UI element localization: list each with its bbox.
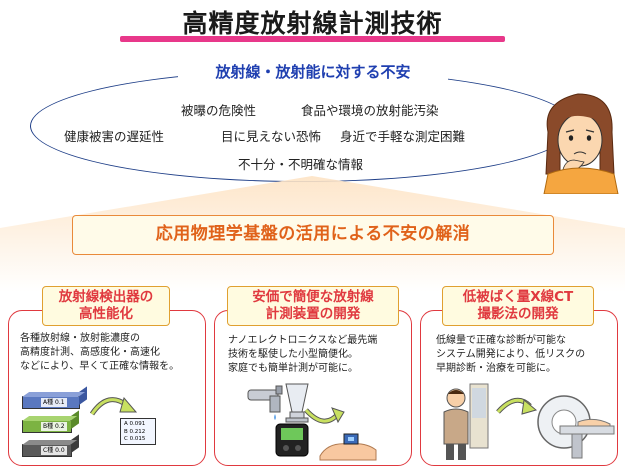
curved-arrow-icon — [496, 397, 538, 415]
curved-arrow-icon — [89, 396, 138, 416]
anxiety-item: 食品や環境の放射能汚染 — [301, 103, 439, 118]
panel-heading-line: 計測装置の開発 — [265, 306, 361, 322]
anxiety-item: 被曝の危険性 — [181, 103, 257, 118]
worried-woman-icon — [543, 93, 619, 194]
bar-b: B種 0.2 — [22, 420, 72, 433]
body-line: システム開発により、低リスクの — [436, 349, 586, 360]
body-line: などにより、早くて正確な情報を。 — [20, 361, 180, 372]
panel-heading-line: 高性能化 — [79, 306, 133, 322]
hand-chip-icon — [319, 433, 377, 461]
panel-device-heading: 安価で簡便な放射線 計測装置の開発 — [227, 286, 399, 326]
panel-detector-heading: 放射線検出器の 高性能化 — [42, 286, 170, 326]
xray-patient-icon — [443, 383, 489, 460]
bar-c: C種 0.0 — [22, 444, 72, 457]
body-line: 技術を駆使した小型簡便化。 — [228, 349, 358, 360]
bar-label: B種 0.2 — [41, 422, 67, 431]
readout-display: A 0.091 B 0.212 C 0.015 — [120, 418, 156, 445]
panel-heading-line: 撮影法の開発 — [477, 306, 559, 322]
solution-banner: 応用物理学基盤の活用による不安の解消 — [72, 215, 554, 255]
panel-heading-line: 低被ばく量X線CT — [462, 289, 574, 305]
anxiety-item: 身近で手軽な測定困難 — [340, 129, 466, 144]
anxiety-heading: 放射線・放射能に対する不安 — [178, 60, 448, 84]
readout-line: A 0.091 — [124, 421, 146, 427]
bar-a: A種 0.1 — [22, 396, 80, 409]
body-line: 高精度計測、高感度化・高速化 — [20, 347, 160, 358]
handheld-meter-icon — [275, 423, 309, 457]
bar-label: A種 0.1 — [41, 398, 67, 407]
title-underline — [120, 36, 505, 42]
anxiety-item: 不十分・不明確な情報 — [238, 157, 364, 172]
panel-device — [214, 310, 412, 466]
panel-heading-line: 放射線検出器の — [58, 289, 154, 305]
panel-ct-body: 低線量で正確な診断が可能な システム開発により、低リスクの 早期診断・治療を可能… — [436, 334, 585, 376]
page-title: 高精度放射線計測技術 — [182, 9, 443, 38]
body-line: ナノエレクトロニクスなど最先端 — [228, 335, 378, 346]
readout-line: C 0.015 — [124, 436, 146, 442]
ct-scanner-icon — [537, 395, 615, 459]
panel-heading-line: 安価で簡便な放射線 — [252, 289, 374, 305]
body-line: 各種放射線・放射能濃度の — [20, 333, 140, 344]
beaker-icon — [285, 383, 309, 423]
faucet-icon — [247, 385, 283, 420]
body-line: 早期診断・治療を可能に。 — [436, 363, 556, 374]
anxiety-item: 健康被害の遅延性 — [64, 129, 165, 144]
anxiety-item: 目に見えない恐怖 — [221, 129, 322, 144]
bar-label: C種 0.0 — [41, 446, 67, 455]
readout-line: B 0.212 — [124, 428, 146, 435]
body-line: 低線量で正確な診断が可能な — [436, 335, 566, 346]
panel-detector-body: 各種放射線・放射能濃度の 高精度計測、高感度化・高速化 などにより、早くて正確な… — [20, 332, 179, 374]
body-line: 家庭でも簡単計測が可能に。 — [228, 363, 358, 374]
panel-device-body: ナノエレクトロニクスなど最先端 技術を駆使した小型簡便化。 家庭でも簡単計測が可… — [228, 334, 377, 376]
curved-arrow-icon — [304, 407, 345, 424]
panel-ct-heading: 低被ばく量X線CT 撮影法の開発 — [442, 286, 594, 326]
